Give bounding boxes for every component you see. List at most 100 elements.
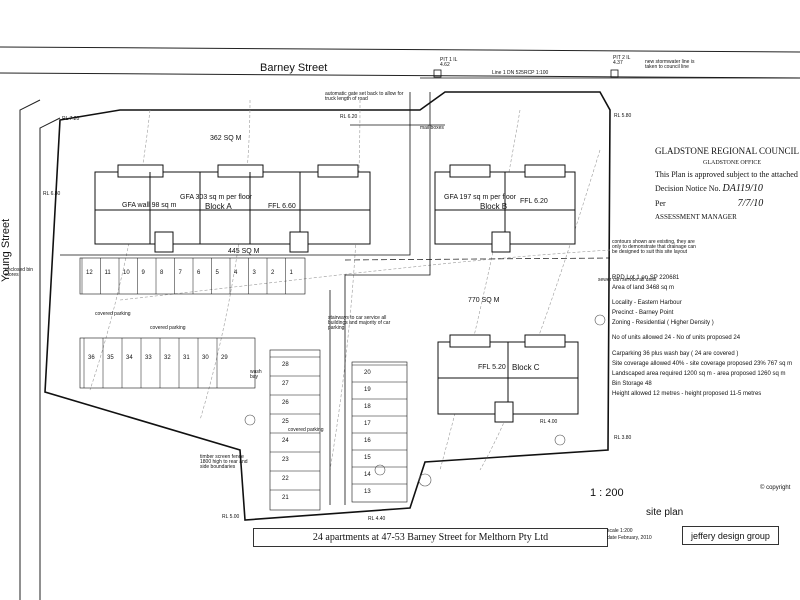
drawing-title: 24 apartments at 47-53 Barney Street for… <box>253 528 608 547</box>
block-c-ffl: FFL 5.20 <box>478 364 506 371</box>
parking-bay-number: 25 <box>282 419 289 425</box>
block-a-building <box>94 164 371 253</box>
approval-date: 7/7/10 <box>737 198 764 209</box>
decision-row: Decision Notice No. DA119/10 <box>655 183 795 194</box>
parking-bay-number: 35 <box>107 355 114 361</box>
parking-bay-number: 13 <box>364 489 371 495</box>
contour-lines <box>89 99 611 471</box>
site-boundary <box>44 91 611 521</box>
covered-parking-label-1: covered parking <box>95 311 131 317</box>
site-note: Precinct - Barney Point <box>612 310 674 317</box>
parking-bay-number: 32 <box>164 355 171 361</box>
block-b-ffl: FFL 6.20 <box>520 198 548 205</box>
per-row: Per 7/7/10 <box>655 198 795 209</box>
landscape-trees <box>244 314 606 487</box>
parking-bay-lines <box>81 258 407 491</box>
parking-bay-number: 23 <box>282 457 289 463</box>
stormwater-line <box>420 69 800 79</box>
sheet-name: site plan <box>646 507 684 518</box>
driveway <box>60 92 445 505</box>
sewer-note: sewer can service all units <box>598 277 657 283</box>
pit-1-label: PIT 1 IL 4.62 <box>440 57 458 68</box>
per-label: Per <box>655 199 666 208</box>
drawing-scale: 1 : 200 <box>590 487 624 499</box>
parking-bay-number: 10 <box>123 270 130 276</box>
parking-bay-number: 33 <box>145 355 152 361</box>
council-name: GLADSTONE REGIONAL COUNCIL <box>655 146 799 156</box>
parking-bay-number: 5 <box>215 270 219 276</box>
covered-parking-label-3: covered parking <box>288 427 324 433</box>
area-2-label: 445 SQ M <box>228 248 260 255</box>
parking-bay-number: 27 <box>282 381 289 387</box>
pit-2-label: PIT 2 IL 4.37 <box>613 55 631 66</box>
parking-bay-number: 3 <box>252 270 256 276</box>
rl-680-label: RL 6.80 <box>43 191 61 197</box>
parking-bay-number: 24 <box>282 438 289 444</box>
parking-bay-number: 7 <box>178 270 182 276</box>
area-3-label: 770 SQ M <box>468 297 500 304</box>
stairways-note: stairways to car service all buildings a… <box>328 315 391 331</box>
gate-note: automatic gate set back to allow for tru… <box>325 91 404 102</box>
site-note: Height allowed 12 metres - height propos… <box>612 390 762 397</box>
parking-rows <box>79 257 408 511</box>
parking-bay-number: 16 <box>364 438 371 444</box>
site-note: RPD Lot 1 on SP 220681 <box>612 275 680 281</box>
rl-440-label: RL 4.40 <box>368 516 386 522</box>
block-a-label: Block A <box>205 202 232 211</box>
contours-note: contours shown are existing, they are on… <box>612 239 696 255</box>
meta-date: date February, 2010 <box>607 535 652 541</box>
block-a-gfa: GFA 303 sq m per floor <box>180 194 252 201</box>
council-approval-stamp: GLADSTONE REGIONAL COUNCIL GLADSTONE OFF… <box>655 146 799 225</box>
parking-bay-number: 29 <box>221 355 228 361</box>
parking-bay-number: 9 <box>141 270 145 276</box>
parking-bay-number: 1 <box>289 270 293 276</box>
parking-bay-number: 15 <box>364 455 371 461</box>
sewer-line <box>344 257 611 261</box>
mailboxes-label: mail boxes <box>420 125 444 131</box>
fence-note: timber screen fence 1800 high to rear an… <box>200 454 248 470</box>
wash-bay-label: wash bay <box>250 369 262 380</box>
decision-value: DA119/10 <box>722 183 763 194</box>
bin-stores-label: enclosed bin stores <box>5 267 34 278</box>
block-b-building <box>434 164 576 253</box>
new-stormwater-note: new stormwater line is taken to council … <box>645 59 695 70</box>
street-edges <box>0 46 800 600</box>
rl-580-label: RL 5.80 <box>614 113 632 119</box>
gfa-wall-label: GFA wall 98 sq m <box>122 202 177 209</box>
parking-bay-number: 26 <box>282 400 289 406</box>
area-1-label: 362 SQ M <box>210 135 242 142</box>
assessment-manager: ASSESSMENT MANAGER <box>655 213 737 221</box>
covered-parking-label-2: covered parking <box>150 325 186 331</box>
parking-bay-number: 30 <box>202 355 209 361</box>
title-meta: scale 1:200 date February, 2010 <box>607 528 677 542</box>
rl-620-label: RL 6.20 <box>340 114 358 120</box>
parking-bay-number: 2 <box>271 270 275 276</box>
block-b-gfa: GFA 197 sq m per floor <box>444 194 516 201</box>
block-c-label: Block C <box>512 363 540 372</box>
site-note: Bin Storage 48 <box>612 380 652 387</box>
parking-bay-number: 18 <box>364 404 371 410</box>
parking-bay-number: 36 <box>88 355 95 361</box>
site-note: Site coverage allowed 40% - site coverag… <box>612 360 793 367</box>
decision-label: Decision Notice No. <box>655 184 721 193</box>
site-note: Zoning - Residential ( Higher Density ) <box>612 320 714 327</box>
rl-400-label: RL 4.00 <box>540 419 558 425</box>
designer-name: jeffery design group <box>682 526 779 545</box>
rl-720-label: RL 7.20 <box>62 116 80 122</box>
site-note: Area of land 3468 sq m <box>612 285 675 292</box>
site-note: No of units allowed 24 - No of units pro… <box>612 335 741 342</box>
parking-bay-number: 22 <box>282 476 289 482</box>
block-b-label: Block B <box>480 202 508 211</box>
parking-bay-number: 12 <box>86 270 93 276</box>
parking-bay-number: 20 <box>364 370 371 376</box>
rl-380-label: RL 3.80 <box>614 435 632 441</box>
site-note: Locality - Eastern Harbour <box>612 300 682 307</box>
copyright-note: © copyright <box>760 485 791 491</box>
parking-bay-number: 19 <box>364 387 371 393</box>
parking-bay-number: 11 <box>104 270 111 276</box>
parking-bay-number: 4 <box>234 270 238 276</box>
parking-bay-number: 17 <box>364 421 371 427</box>
parking-bay-number: 21 <box>282 495 289 501</box>
site-note: Landscaped area required 1200 sq m - are… <box>612 370 786 377</box>
